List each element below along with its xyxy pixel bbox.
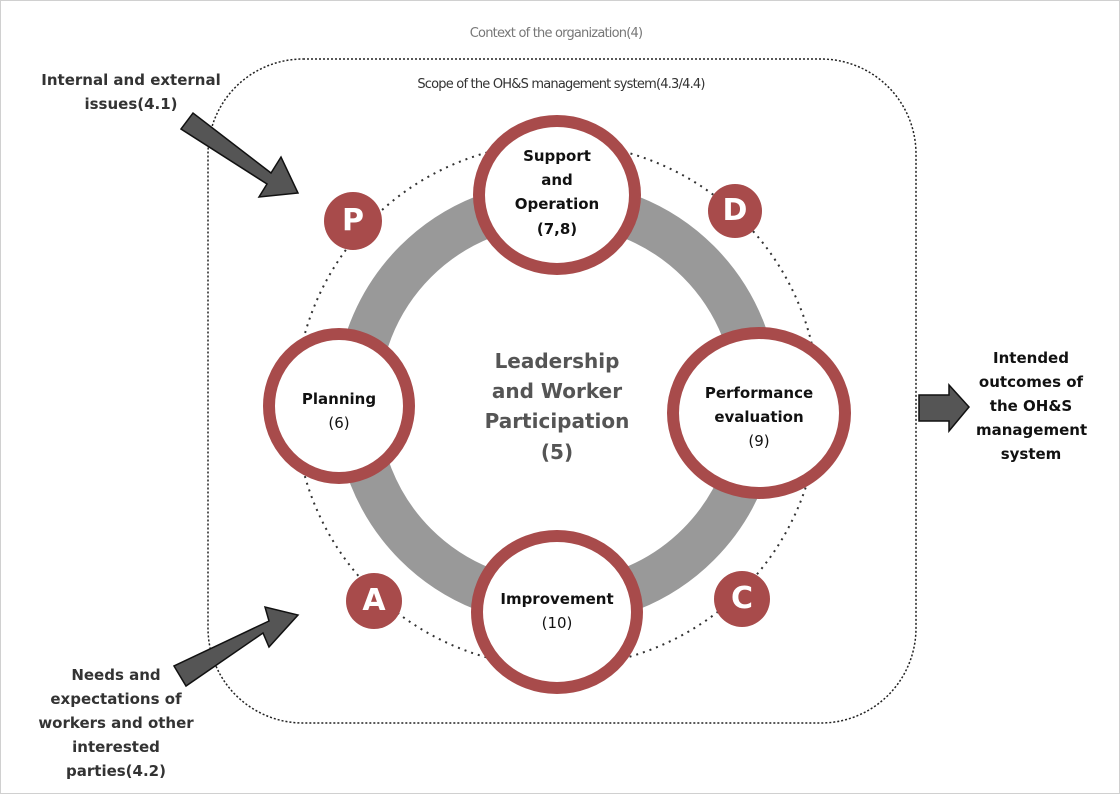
needs-label: Needs and expectations of workers and ot…: [38, 666, 194, 780]
node-improvement-clause: (10): [541, 614, 573, 632]
pdca-p-circle: [324, 192, 382, 250]
context-boundary: [207, 58, 917, 724]
node-support-circle: [473, 115, 641, 275]
node-support-clause: (7,8): [536, 220, 578, 238]
context-label: Context of the organization(4): [469, 26, 643, 41]
node-performance-title: Performance evaluation: [704, 384, 814, 426]
node-planning-title: Planning: [301, 390, 377, 408]
center-title: Leadership and Worker Participation: [484, 349, 630, 433]
input-arrow-needs: [172, 605, 300, 688]
node-performance-clause: (9): [748, 432, 770, 450]
pdca-d-letter: D: [722, 193, 748, 228]
issues-label: Internal and external issues(4.1): [41, 71, 221, 113]
outcomes-label: Intended outcomes of the OH&S management…: [976, 349, 1088, 463]
pdca-c-circle: [714, 571, 770, 627]
pdca-c-letter: C: [730, 581, 754, 616]
pdca-d-circle: [708, 184, 762, 238]
node-performance-circle: [667, 327, 851, 499]
node-improvement-circle: [471, 530, 643, 694]
node-planning-circle: [263, 328, 415, 484]
input-arrow-issues: [179, 111, 300, 198]
scope-label: Scope of the OH&S management system(4.3/…: [417, 77, 705, 92]
center-clause: (5): [540, 440, 574, 464]
node-support-title: Support and Operation: [514, 147, 600, 213]
pdca-a-letter: A: [362, 583, 386, 618]
pdca-p-letter: P: [342, 203, 364, 238]
node-planning-clause: (6): [328, 414, 350, 432]
output-arrow: [918, 383, 970, 434]
node-improvement-title: Improvement: [500, 590, 614, 608]
pdca-a-circle: [346, 573, 402, 629]
